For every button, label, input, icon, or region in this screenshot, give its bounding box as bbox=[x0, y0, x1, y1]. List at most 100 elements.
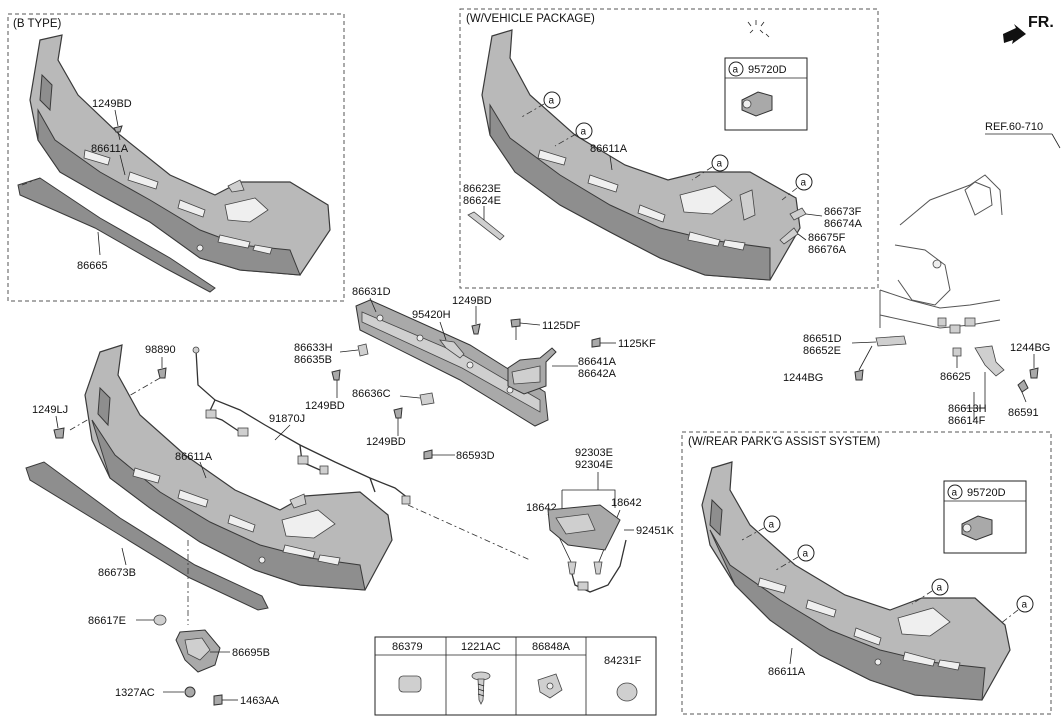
svg-text:a: a bbox=[952, 488, 958, 499]
table-header-86848A: 86848A bbox=[532, 641, 571, 653]
pad-icon bbox=[398, 675, 422, 693]
svg-text:a: a bbox=[717, 159, 723, 170]
label-86611A-c: 86611A bbox=[175, 451, 213, 463]
callout-a-1 bbox=[543, 91, 561, 109]
label-86695B: 86695B bbox=[232, 647, 270, 659]
callout-a-2 bbox=[575, 122, 593, 140]
svg-text:a: a bbox=[937, 583, 943, 594]
label-86633H: 86633H bbox=[294, 342, 333, 354]
label-1327AC: 1327AC bbox=[115, 687, 155, 699]
label-86611A-a: 86611A bbox=[91, 143, 129, 155]
b-type-title: (B TYPE) bbox=[13, 18, 62, 30]
parking-sensor-icon bbox=[741, 91, 773, 117]
label-1244BG-a: 1244BG bbox=[783, 372, 823, 384]
callout-a-4 bbox=[795, 173, 813, 191]
wiring-harness-91870J bbox=[192, 346, 411, 505]
label-91870J: 91870J bbox=[269, 413, 305, 425]
label-86611A-b: 86611A bbox=[590, 143, 628, 155]
svg-text:a: a bbox=[801, 178, 807, 189]
bracket-86651D bbox=[875, 335, 907, 347]
label-86674A: 86674A bbox=[824, 218, 863, 230]
label-86611A-d: 86611A bbox=[768, 666, 806, 678]
nut-86593D bbox=[423, 449, 433, 460]
label-1249BD-d: 1249BD bbox=[366, 436, 406, 448]
label-86624E: 86624E bbox=[463, 195, 501, 207]
bolt-1249LJ bbox=[53, 427, 65, 439]
label-86665: 86665 bbox=[77, 260, 108, 272]
label-86613H: 86613H bbox=[948, 403, 987, 415]
clip-98890 bbox=[157, 367, 167, 379]
front-direction-arrow: FR. bbox=[1003, 14, 1054, 44]
park-assist-title: (W/REAR PARK'G ASSIST SYSTEM) bbox=[688, 436, 880, 448]
sensor-box-park-assist: a 95720D bbox=[943, 480, 1027, 554]
label-1463AA: 1463AA bbox=[240, 695, 280, 707]
callout-a-8 bbox=[1016, 595, 1034, 613]
park-assist-panel bbox=[681, 431, 1052, 715]
clip-1463AA bbox=[213, 694, 223, 706]
vehicle-package-title: (W/VEHICLE PACKAGE) bbox=[466, 13, 595, 25]
label-86617E: 86617E bbox=[88, 615, 126, 627]
label-86652E: 86652E bbox=[803, 345, 841, 357]
front-label: FR. bbox=[1028, 14, 1054, 31]
bulb-18642-a bbox=[567, 561, 577, 575]
label-86673F: 86673F bbox=[824, 206, 862, 218]
label-1125KF: 1125KF bbox=[618, 338, 656, 350]
lamp-wiring-92451K bbox=[571, 539, 627, 593]
label-95420H: 95420H bbox=[412, 309, 451, 321]
bolt-1125KF bbox=[591, 337, 601, 348]
clip-86625 bbox=[952, 347, 962, 368]
bolt-1244BG-b bbox=[1029, 367, 1039, 379]
bracket-86613H bbox=[974, 345, 1005, 377]
label-86636C: 86636C bbox=[352, 388, 391, 400]
bracket-86695B bbox=[175, 629, 221, 673]
garnish-86623E bbox=[467, 211, 505, 241]
lower-garnish-86673B bbox=[25, 461, 269, 611]
label-92451K: 92451K bbox=[636, 525, 675, 537]
lower-valance-86665 bbox=[17, 177, 216, 293]
label-86642A: 86642A bbox=[578, 368, 617, 380]
label-86635B: 86635B bbox=[294, 354, 332, 366]
bulb-18642-b bbox=[593, 561, 603, 575]
arrow-icon bbox=[1003, 24, 1026, 44]
table-header-1221AC: 1221AC bbox=[461, 641, 501, 653]
bolt-1249BD-b bbox=[471, 323, 481, 335]
label-86676A: 86676A bbox=[808, 244, 847, 256]
svg-text:a: a bbox=[581, 127, 587, 138]
bracket-95420H bbox=[439, 339, 465, 359]
park-assist-bumper bbox=[701, 461, 1011, 701]
clip-icon bbox=[537, 673, 563, 699]
label-98890: 98890 bbox=[145, 344, 176, 356]
vehicle-package-panel bbox=[459, 8, 879, 289]
label-1249BD-a: 1249BD bbox=[92, 98, 132, 110]
rear-body-panel bbox=[879, 174, 1003, 334]
bolt-1249BD-d bbox=[393, 407, 403, 436]
label-92304E: 92304E bbox=[575, 459, 613, 471]
parts-table: 86379 1221AC 86848A 84231F bbox=[374, 636, 657, 716]
nut-1327AC bbox=[184, 686, 196, 698]
bracket-86633H bbox=[357, 343, 369, 357]
svg-text:a: a bbox=[803, 549, 809, 560]
callout-a-7 bbox=[931, 578, 949, 596]
callout-a-5 bbox=[763, 515, 781, 533]
label-86675F: 86675F bbox=[808, 232, 846, 244]
label-86623E: 86623E bbox=[463, 183, 501, 195]
svg-text:a: a bbox=[549, 96, 555, 107]
sensor-95720D-a: 95720D bbox=[748, 64, 787, 76]
sensor-95720D-b: 95720D bbox=[967, 487, 1006, 499]
label-92303E: 92303E bbox=[575, 447, 613, 459]
sensor-box-vehicle-package: a 95720D bbox=[724, 57, 808, 131]
label-86651D: 86651D bbox=[803, 333, 842, 345]
label-86625: 86625 bbox=[940, 371, 971, 383]
parking-sensor-icon-2 bbox=[961, 515, 993, 541]
table-header-84231F: 84231F bbox=[604, 655, 642, 667]
label-86673B: 86673B bbox=[98, 567, 136, 579]
bolt-1249BD-a bbox=[113, 125, 123, 141]
pad-86617E bbox=[153, 614, 167, 626]
label-1249BD-c: 1249BD bbox=[305, 400, 345, 412]
callout-a-6 bbox=[797, 544, 815, 562]
callout-a-3 bbox=[711, 154, 729, 172]
label-86614F: 86614F bbox=[948, 415, 986, 427]
reflex-lamp-92303E bbox=[547, 504, 621, 551]
label-1125DF: 1125DF bbox=[542, 320, 581, 332]
